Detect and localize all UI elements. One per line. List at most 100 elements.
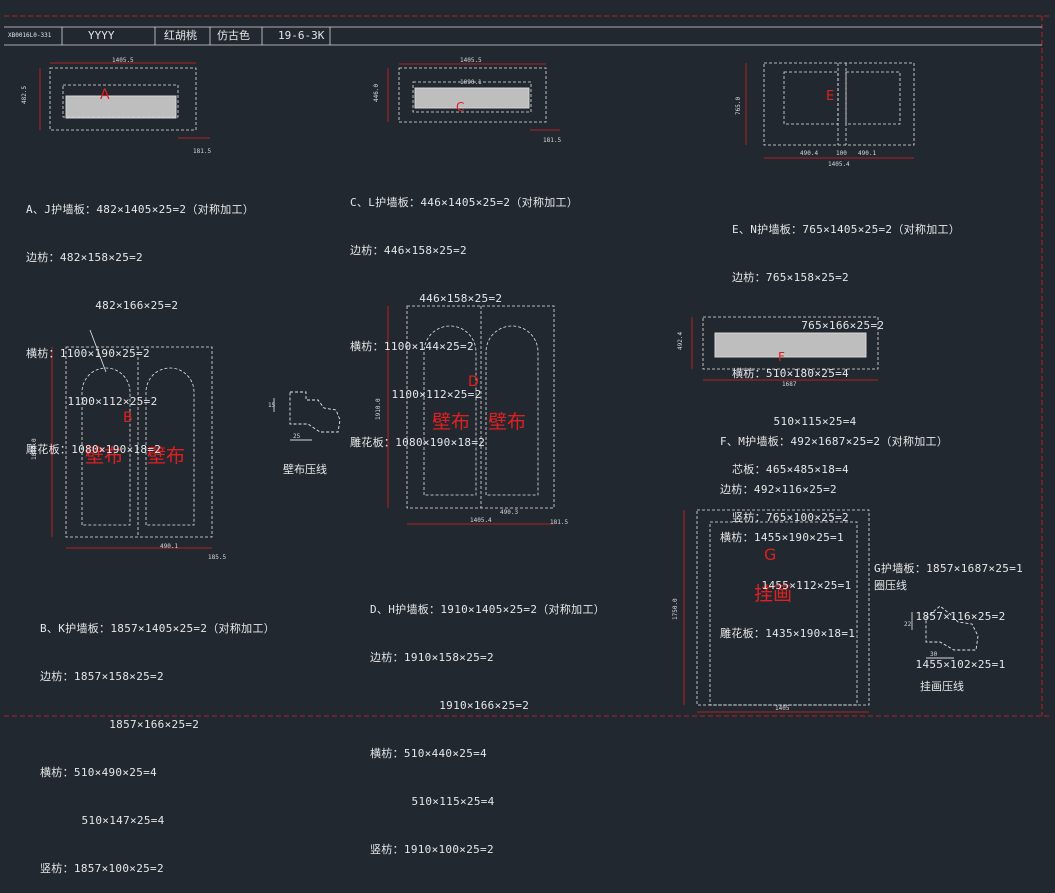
- panel-e-width: 1405.4: [828, 161, 850, 168]
- panel-f-height: 492.4: [677, 332, 684, 350]
- panel-d-letter: D: [468, 374, 479, 390]
- panel-f-letter: F: [778, 350, 785, 364]
- spec-line: 横枋：1100×190×25=2: [26, 347, 150, 360]
- panel-a-letter: A: [100, 87, 110, 103]
- panel-e-center: 100: [836, 150, 847, 157]
- panel-a-width: 1405.5: [112, 57, 134, 64]
- panel-d-height: 1910.0: [375, 398, 382, 420]
- panel-a-height: 482.5: [21, 86, 28, 104]
- spec-line: 1857×116×25=2: [874, 610, 1006, 623]
- panel-e-right: 490.1: [858, 150, 876, 157]
- spec-line: 横枋：510×180×25=4: [732, 367, 849, 380]
- header-customer: YYYY: [88, 29, 115, 42]
- panel-b-height: 1857.0: [31, 438, 38, 460]
- panel-d-offset: 181.5: [550, 519, 568, 526]
- header-drawing-code: XB0016L0-331: [8, 32, 52, 39]
- panel-g-painting: 挂画: [754, 583, 792, 605]
- spec-line: 竖枋：765×100×25=2: [732, 511, 849, 524]
- spec-line: 482×166×25=2: [26, 299, 179, 312]
- spec-line: G护墙板：1857×1687×25=1: [874, 562, 1024, 575]
- spec-line: 雕花板：1435×190×18=1: [720, 627, 856, 640]
- panel-g-width: 1405: [775, 705, 790, 712]
- panel-b-offset: 185.5: [208, 554, 226, 561]
- panel-d-fabric-right: 壁布: [488, 411, 526, 433]
- spec-line: 雕花板：1080×190×18=2: [26, 443, 162, 456]
- spec-line: F、M护墙板：492×1687×25=2（对称加工）: [720, 435, 949, 448]
- sheet-border: [4, 15, 1050, 717]
- panel-c-offset: 181.5: [543, 137, 561, 144]
- panel-c-spec: C、L护墙板：446×1405×25=2（对称加工） 边枋：446×158×25…: [350, 163, 578, 467]
- spec-line: 边枋：492×116×25=2: [720, 483, 837, 496]
- panel-a-spec: A、J护墙板：482×1405×25=2（对称加工） 边枋：482×158×25…: [26, 170, 254, 474]
- panel-e-letter: E: [826, 89, 834, 104]
- panel-a-elevation: [39, 62, 210, 139]
- panel-d-fabric-left: 壁布: [432, 411, 470, 433]
- spec-line: 765×166×25=2: [732, 319, 885, 332]
- panel-b-letter: B: [123, 410, 133, 426]
- spec-line: 边枋：765×158×25=2: [732, 271, 849, 284]
- spec-line: D、H护墙板：1910×1405×25=2（对称加工）: [370, 603, 606, 616]
- spec-line: 横枋：510×490×25=4: [40, 766, 157, 779]
- panel-f-elevation: [691, 316, 879, 381]
- spec-line: 1455×112×25=1: [720, 579, 852, 592]
- spec-line: 边枋：446×158×25=2: [350, 244, 467, 257]
- panel-g-side-label: 圈压线: [874, 579, 907, 592]
- panel-d-width: 1405.4: [470, 517, 492, 524]
- panel-g-letter: G: [764, 545, 776, 564]
- fabric-trim-profile: [273, 391, 341, 441]
- spec-line: 510×115×25=4: [732, 415, 857, 428]
- spec-line: 边枋：482×158×25=2: [26, 251, 143, 264]
- painting-trim-profile: [911, 605, 979, 659]
- panel-g-height: 1750.0: [672, 598, 679, 620]
- panel-a-offset: 181.5: [193, 148, 211, 155]
- panel-b-elevation: [51, 329, 213, 549]
- header-color: 仿古色: [217, 29, 250, 42]
- spec-line: A、J护墙板：482×1405×25=2（对称加工）: [26, 203, 255, 216]
- spec-line: 1857×166×25=2: [40, 718, 200, 731]
- spec-line: 竖枋：1857×100×25=2: [40, 862, 164, 875]
- painting-trim-height: 22: [904, 621, 912, 628]
- panel-f-spec: F、M护墙板：492×1687×25=2（对称加工） 边枋：492×116×25…: [720, 402, 948, 658]
- panel-b-fabric-right: 壁布: [147, 445, 185, 467]
- panel-c-width: 1405.5: [460, 57, 482, 64]
- header-date: 19-6-3K: [278, 29, 325, 42]
- panel-c-inner: 1090.1: [460, 79, 482, 86]
- panel-d-elevation: [387, 305, 555, 525]
- panel-b-right: 490.1: [160, 543, 178, 550]
- panel-e-mid: 490.4: [800, 150, 818, 157]
- spec-line: 446×158×25=2: [350, 292, 503, 305]
- painting-trim-caption: 挂画压线: [920, 680, 964, 693]
- spec-line: 1100×112×25=2: [26, 395, 158, 408]
- panel-b-spec: B、K护墙板：1857×1405×25=2（对称加工） 边枋：1857×158×…: [40, 589, 275, 893]
- fabric-trim-height: 15: [268, 402, 276, 409]
- panel-c-elevation: [387, 63, 560, 131]
- spec-line: 竖枋：1910×100×25=2: [370, 843, 494, 856]
- spec-line: C、L护墙板：446×1405×25=2（对称加工）: [350, 196, 579, 209]
- spec-line: 横枋：510×440×25=4: [370, 747, 487, 760]
- panel-g-elevation: [683, 509, 870, 713]
- spec-line: 边枋：1910×158×25=2: [370, 651, 494, 664]
- panel-c-letter: C: [456, 100, 464, 114]
- spec-line: 边枋：1857×158×25=2: [40, 670, 164, 683]
- spec-line: 横枋：1100×144×25=2: [350, 340, 474, 353]
- panel-e-height: 765.0: [735, 97, 742, 115]
- panel-c-height: 446.0: [373, 84, 380, 102]
- panel-e-spec: E、N护墙板：765×1405×25=2（对称加工） 边枋：765×158×25…: [732, 190, 960, 542]
- spec-line: 510×115×25=4: [370, 795, 495, 808]
- spec-line: 1455×102×25=1: [874, 658, 1006, 671]
- spec-line: 雕花板：1080×190×18=2: [350, 436, 486, 449]
- panel-b-fabric-left: 壁布: [85, 445, 123, 467]
- spec-line: 1100×112×25=2: [350, 388, 482, 401]
- panel-f-width: 1687: [782, 381, 797, 388]
- spec-line: 横枋：1455×190×25=1: [720, 531, 844, 544]
- panel-d-spec: D、H护墙板：1910×1405×25=2（对称加工） 边枋：1910×158×…: [370, 570, 605, 874]
- spec-line: 510×147×25=4: [40, 814, 165, 827]
- spec-line: 1910×166×25=2: [370, 699, 530, 712]
- panel-e-elevation: [745, 62, 915, 159]
- fabric-trim-caption: 壁布压线: [283, 463, 327, 476]
- panel-d-mid-w: 490.3: [500, 509, 518, 516]
- spec-line: B、K护墙板：1857×1405×25=2（对称加工）: [40, 622, 276, 635]
- drawing-canvas: A 1405.5 482.5 181.5 C 1405.5 1090.1 446…: [4, 15, 1050, 717]
- painting-trim-width: 30: [930, 651, 938, 658]
- header-material: 红胡桃: [164, 29, 197, 42]
